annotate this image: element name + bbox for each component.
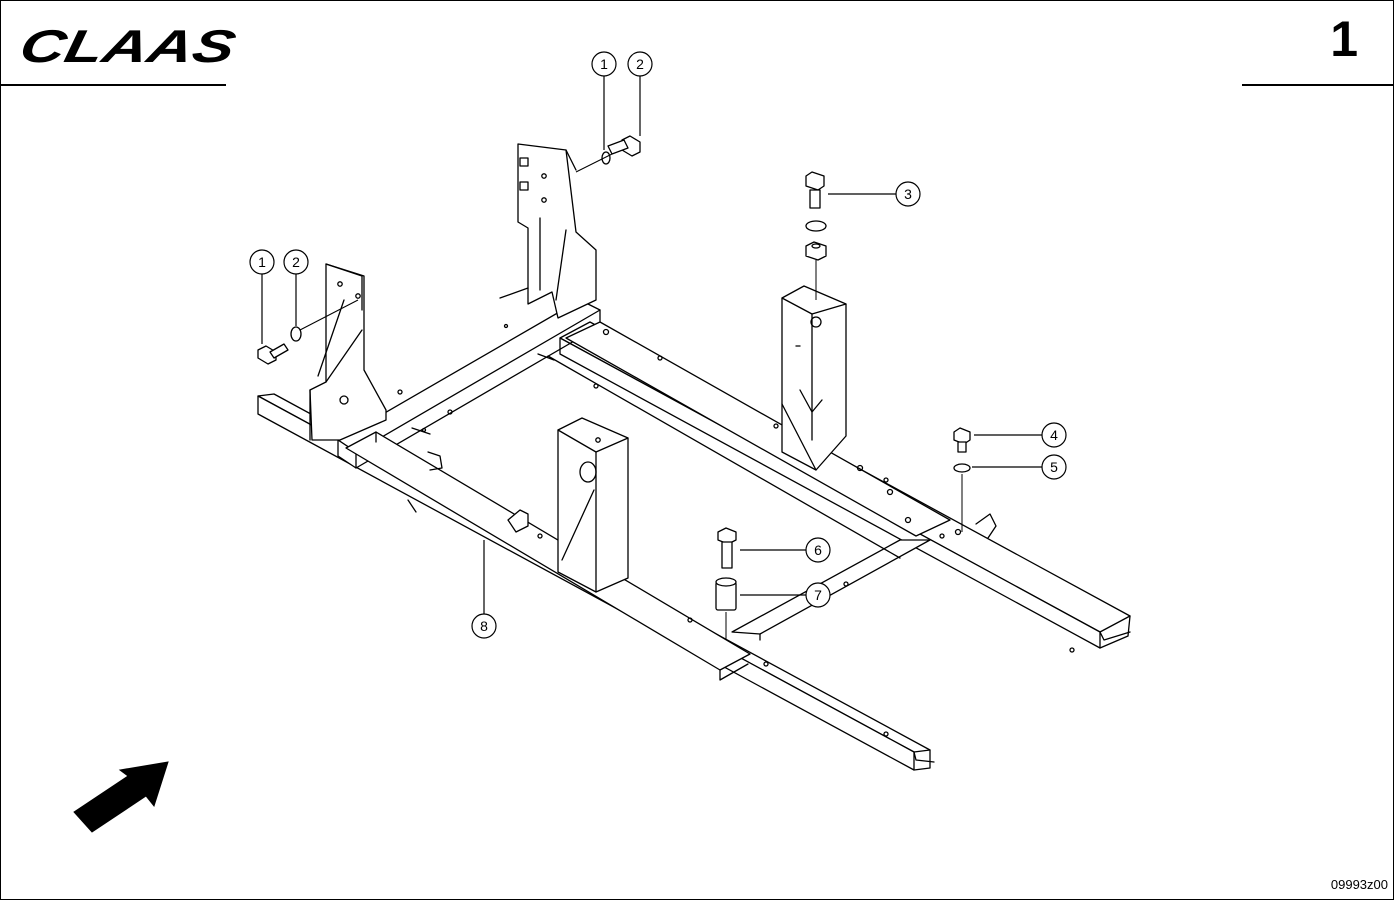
rail-tab-2 (975, 513, 997, 539)
front-cross-strap (731, 539, 931, 641)
rear-right-post (781, 285, 847, 471)
callout-1: 1 (591, 51, 617, 77)
svg-text:2: 2 (292, 254, 300, 270)
spacer-sleeve-icon (715, 577, 737, 611)
callout-3: 3 (895, 181, 921, 207)
washer-icon (290, 326, 302, 342)
svg-text:7: 7 (814, 587, 822, 603)
logo-text: CLAAS (15, 22, 236, 68)
callout-2: 2 (627, 51, 653, 77)
bolt-icon (717, 527, 737, 569)
bolt-holes (397, 323, 1075, 737)
washer-icon (805, 220, 827, 232)
svg-text:5: 5 (1050, 459, 1058, 475)
rail-tab (507, 509, 529, 533)
bolt-icon (257, 343, 289, 365)
svg-text:2: 2 (636, 56, 644, 72)
callout-8: 8 (471, 613, 497, 639)
callout-5: 5 (1041, 454, 1067, 480)
callout-1: 1 (249, 249, 275, 275)
document-code: 09993z00 (1330, 877, 1388, 892)
bolt-icon (805, 171, 825, 209)
svg-text:6: 6 (814, 542, 822, 558)
page-number: 1 (1330, 11, 1358, 67)
bolt-icon (607, 135, 641, 157)
callout-4: 4 (1041, 422, 1067, 448)
header-rule-left (0, 84, 226, 86)
washer-icon (953, 463, 971, 473)
callout-6: 6 (805, 537, 831, 563)
washer-icon (601, 151, 611, 165)
front-center-post (557, 417, 629, 593)
inner-channel (345, 431, 751, 681)
svg-text:1: 1 (600, 56, 608, 72)
header-rule-right (1242, 84, 1394, 86)
svg-text:8: 8 (480, 618, 488, 634)
center-channel (547, 321, 951, 559)
svg-text:3: 3 (904, 186, 912, 202)
leader-lines (261, 76, 1042, 614)
callout-7: 7 (805, 582, 831, 608)
direction-arrow-icon (73, 761, 169, 833)
callout-2: 2 (283, 249, 309, 275)
bolt-icon (953, 427, 971, 453)
svg-text:1: 1 (258, 254, 266, 270)
callouts: 1 2 1 2 3 4 5 6 7 8 (249, 51, 1067, 639)
svg-text:4: 4 (1050, 427, 1058, 443)
left-front-bracket (309, 263, 387, 441)
claas-logo: CLAAS (15, 22, 236, 68)
nut-icon (805, 241, 827, 261)
rear-left-bracket (499, 143, 597, 319)
